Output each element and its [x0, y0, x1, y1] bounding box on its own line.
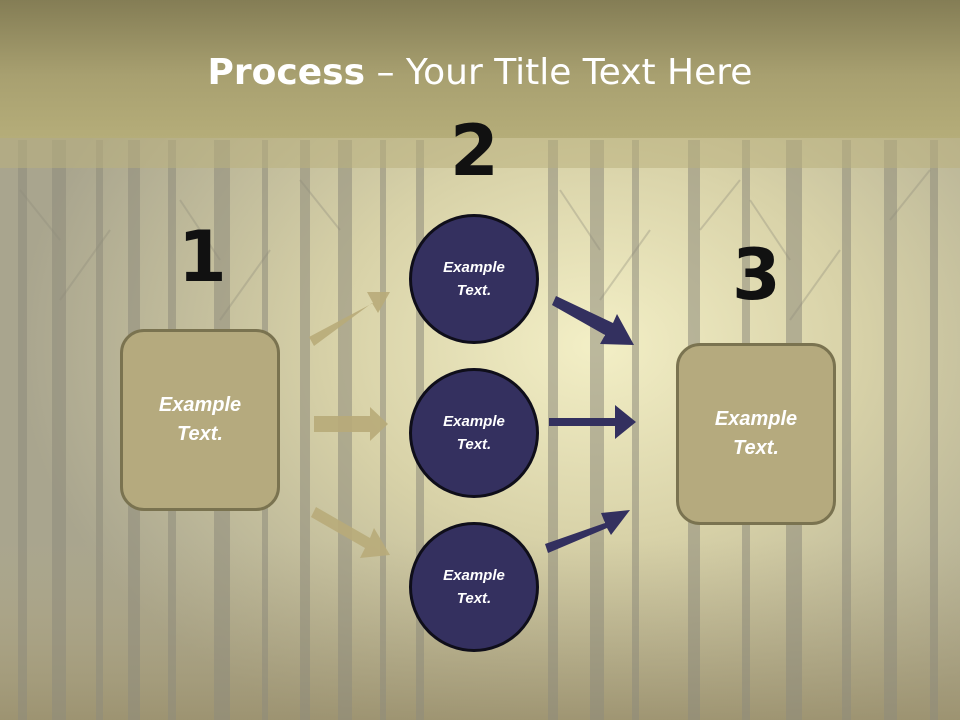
- right-box[interactable]: Example Text.: [676, 343, 836, 525]
- circle-middle-line1: Example: [443, 412, 505, 430]
- circle-bottom[interactable]: Example Text.: [409, 522, 539, 652]
- right-arrow-down: [552, 296, 634, 345]
- left-box-line1: Example: [158, 394, 242, 416]
- slide-title: Process – Your Title Text Here: [0, 52, 960, 93]
- right-box-line2: Text.: [733, 437, 779, 459]
- circle-top-line1: Example: [443, 258, 505, 276]
- left-arrow-up: [309, 292, 390, 346]
- right-arrow-middle: [549, 405, 636, 439]
- circle-middle[interactable]: Example Text.: [409, 368, 539, 498]
- circle-top[interactable]: Example Text.: [409, 214, 539, 344]
- circle-middle-line2: Text.: [456, 436, 492, 453]
- left-arrow-down: [311, 507, 390, 558]
- right-box-line1: Example: [714, 408, 798, 430]
- circle-bottom-line1: Example: [443, 566, 505, 584]
- left-box[interactable]: Example Text.: [120, 329, 280, 511]
- circle-bottom-line2: Text.: [456, 590, 492, 607]
- circle-top-line2: Text.: [456, 282, 492, 299]
- right-arrow-up: [545, 510, 630, 553]
- title-band-shadow: [0, 138, 960, 168]
- step-number-3: 3: [732, 234, 781, 316]
- left-arrow-middle: [314, 407, 388, 441]
- title-band: [0, 0, 960, 138]
- slide-title-bold: Process: [207, 52, 366, 93]
- slide-title-rest: – Your Title Text Here: [365, 52, 753, 93]
- step-number-2: 2: [450, 110, 499, 192]
- step-number-1: 1: [178, 216, 227, 298]
- left-box-line2: Text.: [177, 423, 223, 445]
